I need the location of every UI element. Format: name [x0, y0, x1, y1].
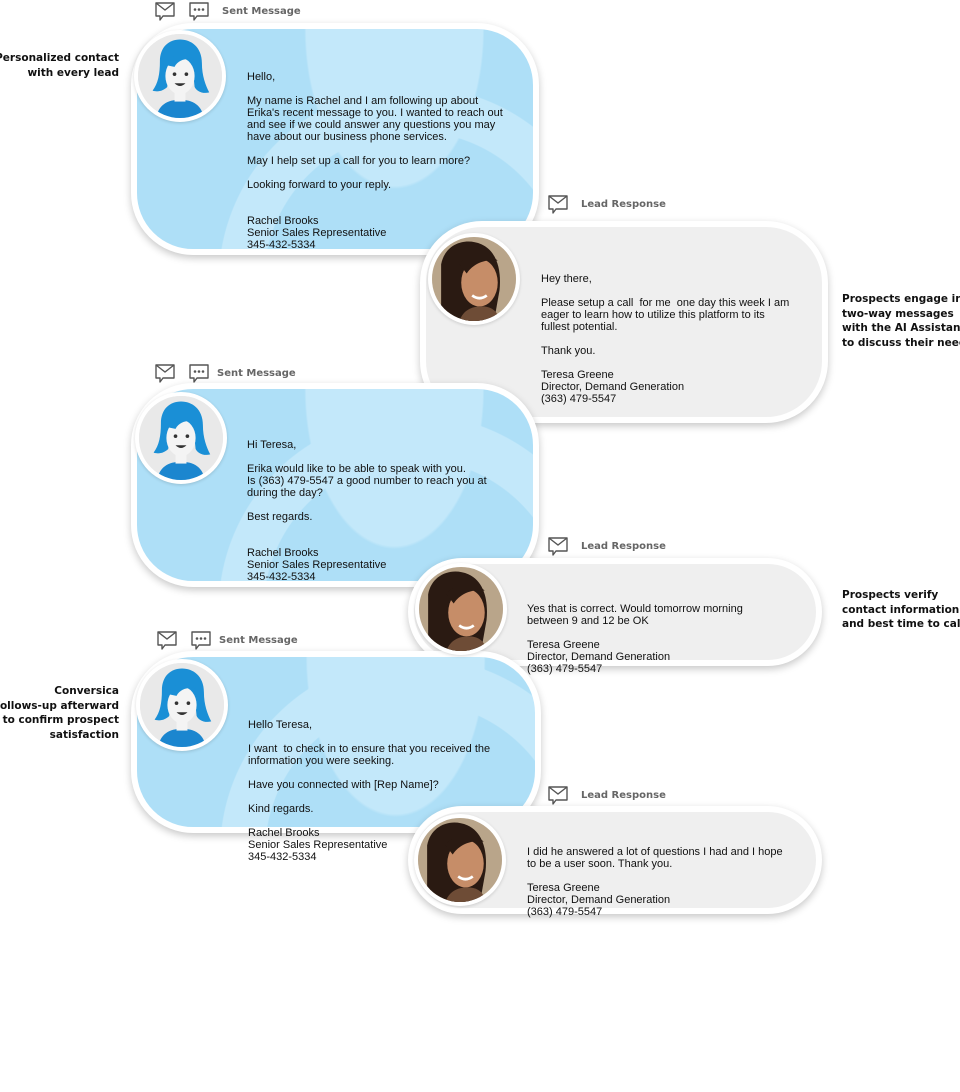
envelope-icon: [547, 784, 569, 806]
message-paragraph: My name is Rachel and I am following up …: [247, 95, 503, 143]
message-body: I did he answered a lot of questions I h…: [527, 822, 783, 942]
signature: Teresa Greene Director, Demand Generatio…: [527, 639, 671, 675]
message-paragraph: Best regards.: [247, 511, 313, 523]
assistant-avatar: [135, 392, 227, 484]
envelope-icon: [154, 362, 176, 384]
header-label: Lead Response: [581, 540, 666, 552]
message-paragraph: Hi Teresa,: [247, 439, 297, 451]
header-label: Sent Message: [217, 367, 296, 379]
sent-message-header: Sent Message: [154, 0, 301, 22]
message-paragraph: Hello,: [247, 71, 276, 83]
message-paragraph: I did he answered a lot of questions I h…: [527, 846, 783, 870]
signature: Teresa Greene Director, Demand Generatio…: [527, 882, 671, 918]
note-prospects-verify: Prospects verify contact information and…: [842, 589, 960, 630]
message-paragraph: Yes that is correct. Would tomorrow morn…: [527, 603, 743, 627]
message-body: Hello Teresa, I want to check in to ensur…: [248, 695, 490, 887]
envelope-icon: [156, 629, 178, 651]
message-paragraph: Hello Teresa,: [248, 719, 312, 731]
lead-response-header: Lead Response: [547, 535, 666, 557]
message-body: Yes that is correct. Would tomorrow morn…: [527, 579, 743, 699]
lead-avatar: [415, 563, 507, 655]
signature: Rachel Brooks Senior Sales Representativ…: [247, 547, 387, 583]
envelope-icon: [154, 0, 176, 22]
message-paragraph: I want to check in to ensure that you re…: [248, 743, 491, 767]
header-label: Sent Message: [222, 5, 301, 17]
message-body: Hello, My name is Rachel and I am followi…: [247, 47, 503, 275]
chat-icon: [188, 0, 210, 22]
header-label: Sent Message: [219, 634, 298, 646]
lead-avatar: [428, 233, 520, 325]
envelope-icon: [547, 193, 569, 215]
lead-response-header: Lead Response: [547, 193, 666, 215]
note-followup: Conversica follows-up afterward to confi…: [0, 685, 119, 741]
message-paragraph: Looking forward to your reply.: [247, 179, 392, 191]
message-paragraph: Kind regards.: [248, 803, 314, 815]
message-paragraph: Hey there,: [541, 273, 592, 285]
signature: Rachel Brooks Senior Sales Representativ…: [248, 827, 388, 863]
message-paragraph: Have you connected with [Rep Name]?: [248, 779, 439, 791]
sent-message-header: Sent Message: [156, 629, 298, 651]
message-paragraph: Please setup a call for me one day this …: [541, 297, 790, 333]
chat-icon: [188, 362, 210, 384]
note-prospects-engage: Prospects engage in two-way messages wit…: [842, 293, 960, 349]
sent-message-header: Sent Message: [154, 362, 296, 384]
assistant-avatar: [136, 659, 228, 751]
note-personalized-contact: Personalized contact with every lead: [0, 52, 119, 79]
header-label: Lead Response: [581, 198, 666, 210]
message-body: Hi Teresa, Erika would like to be able to…: [247, 415, 487, 607]
lead-response-header: Lead Response: [547, 784, 666, 806]
message-paragraph: May I help set up a call for you to lear…: [247, 155, 471, 167]
sent-message-bubble: [131, 651, 541, 833]
message-body: Hey there, Please setup a call for me one…: [541, 249, 789, 429]
chat-icon: [190, 629, 212, 651]
message-paragraph: Erika would like to be able to speak wit…: [247, 463, 487, 499]
message-paragraph: Thank you.: [541, 345, 596, 357]
lead-avatar: [414, 814, 506, 906]
envelope-icon: [547, 535, 569, 557]
header-label: Lead Response: [581, 789, 666, 801]
assistant-avatar: [134, 30, 226, 122]
signature: Rachel Brooks Senior Sales Representativ…: [247, 215, 387, 251]
signature: Teresa Greene Director, Demand Generatio…: [541, 369, 685, 405]
